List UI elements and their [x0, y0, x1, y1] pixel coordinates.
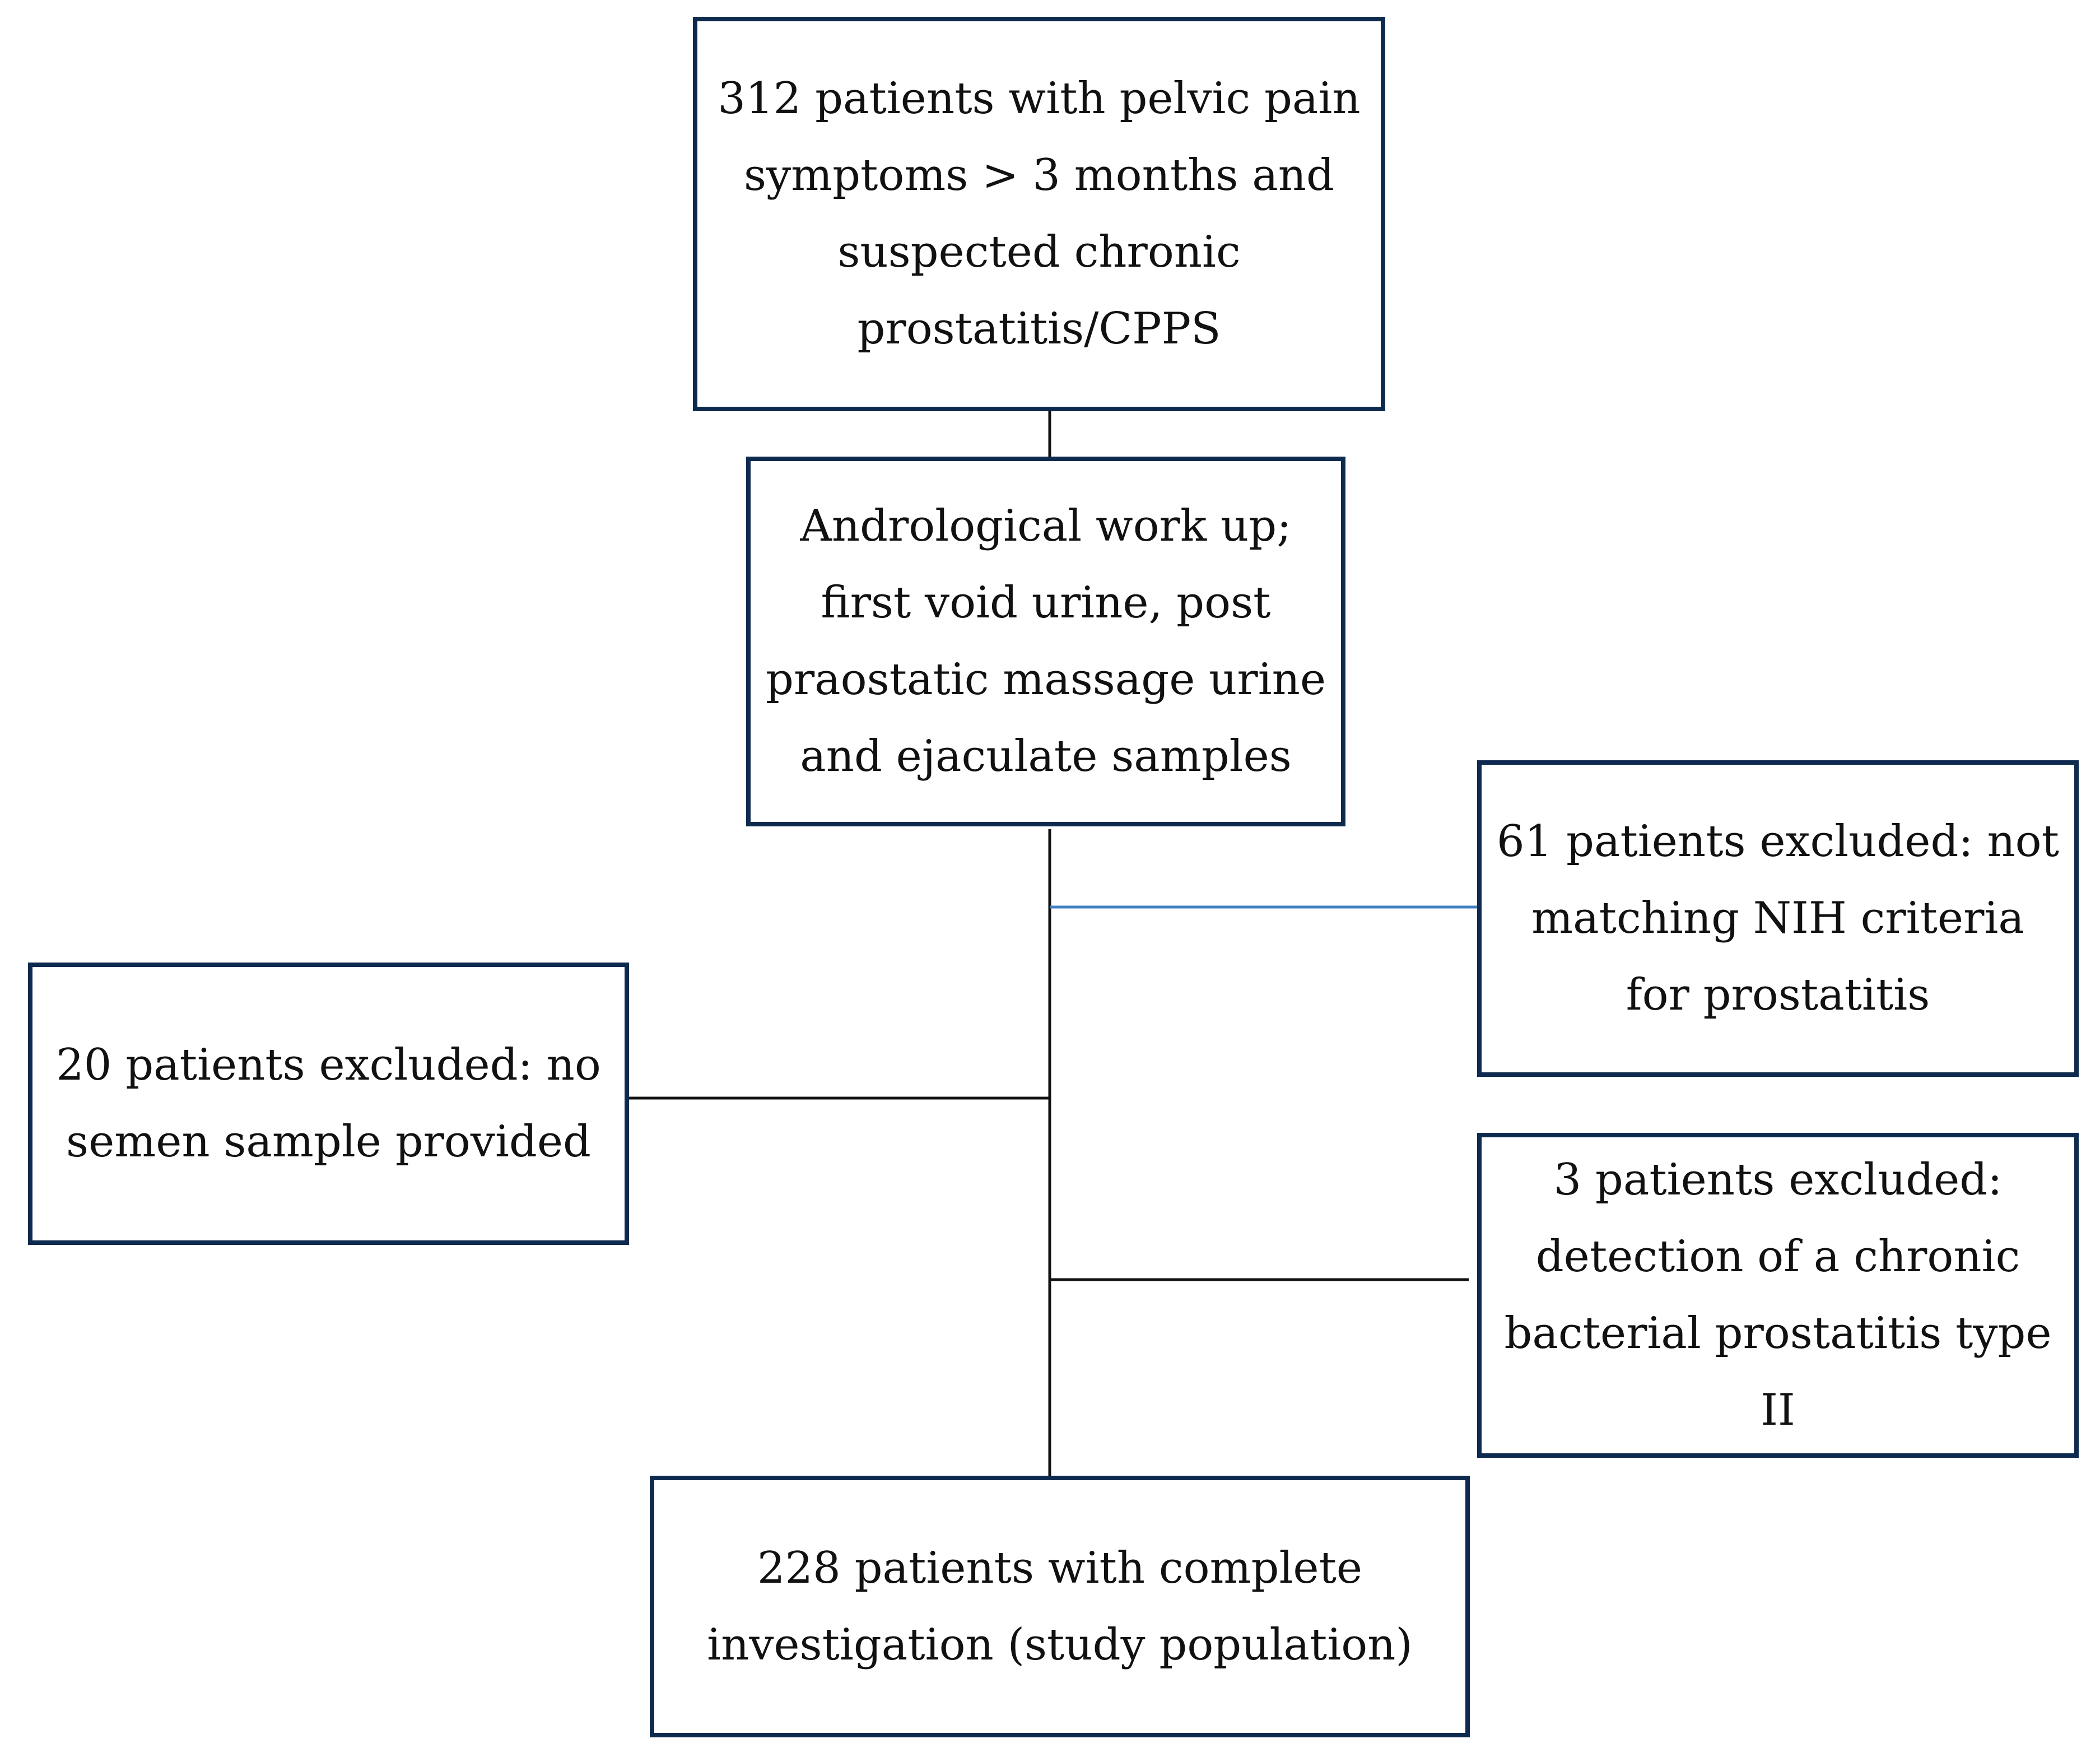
text-line: investigation (study population)	[707, 1619, 1413, 1670]
andrological-workup-box: Andrological work up; first void urine, …	[746, 457, 1345, 826]
andrological-workup-text: Andrological work up; first void urine, …	[766, 488, 1326, 795]
text-line: for prostatitis	[1626, 970, 1930, 1020]
text-line: suspected chronic	[837, 227, 1241, 277]
text-line: 3 patients excluded:	[1553, 1155, 2003, 1205]
excluded-nih-criteria-text: 61 patients excluded: not matching NIH c…	[1497, 803, 2059, 1034]
text-line: detection of a chronic	[1535, 1231, 2020, 1282]
text-line: II	[1761, 1385, 1795, 1435]
text-line: 312 patients with pelvic pain	[718, 73, 1361, 124]
text-line: and ejaculate samples	[800, 731, 1292, 782]
text-line: praostatic massage urine	[765, 654, 1326, 705]
study-population-text: 228 patients with complete investigation…	[707, 1530, 1413, 1684]
excluded-bacterial-prostatitis-text: 3 patients excluded: detection of a chro…	[1504, 1142, 2051, 1449]
text-line: 228 patients with complete	[757, 1542, 1363, 1593]
study-population-box: 228 patients with complete investigation…	[650, 1476, 1470, 1737]
excluded-bacterial-prostatitis-box: 3 patients excluded: detection of a chro…	[1477, 1133, 2079, 1458]
text-line: Andrological work up;	[800, 501, 1292, 551]
text-line: 61 patients excluded: not	[1497, 816, 2059, 867]
text-line: matching NIH criteria	[1531, 893, 2024, 943]
text-line: bacterial prostatitis type	[1504, 1308, 2052, 1359]
excluded-no-semen-text: 20 patients excluded: no semen sample pr…	[56, 1027, 601, 1180]
text-line: 20 patients excluded: no	[56, 1040, 601, 1090]
text-line: semen sample provided	[66, 1117, 591, 1167]
text-line: prostatitis/CPPS	[857, 304, 1221, 354]
excluded-nih-criteria-box: 61 patients excluded: not matching NIH c…	[1477, 760, 2079, 1077]
text-line: first void urine, post	[821, 578, 1271, 628]
text-line: symptoms > 3 months and	[744, 150, 1334, 201]
screened-patients-box: 312 patients with pelvic pain symptoms >…	[693, 17, 1385, 411]
excluded-no-semen-box: 20 patients excluded: no semen sample pr…	[28, 963, 629, 1245]
screened-patients-text: 312 patients with pelvic pain symptoms >…	[718, 61, 1360, 368]
